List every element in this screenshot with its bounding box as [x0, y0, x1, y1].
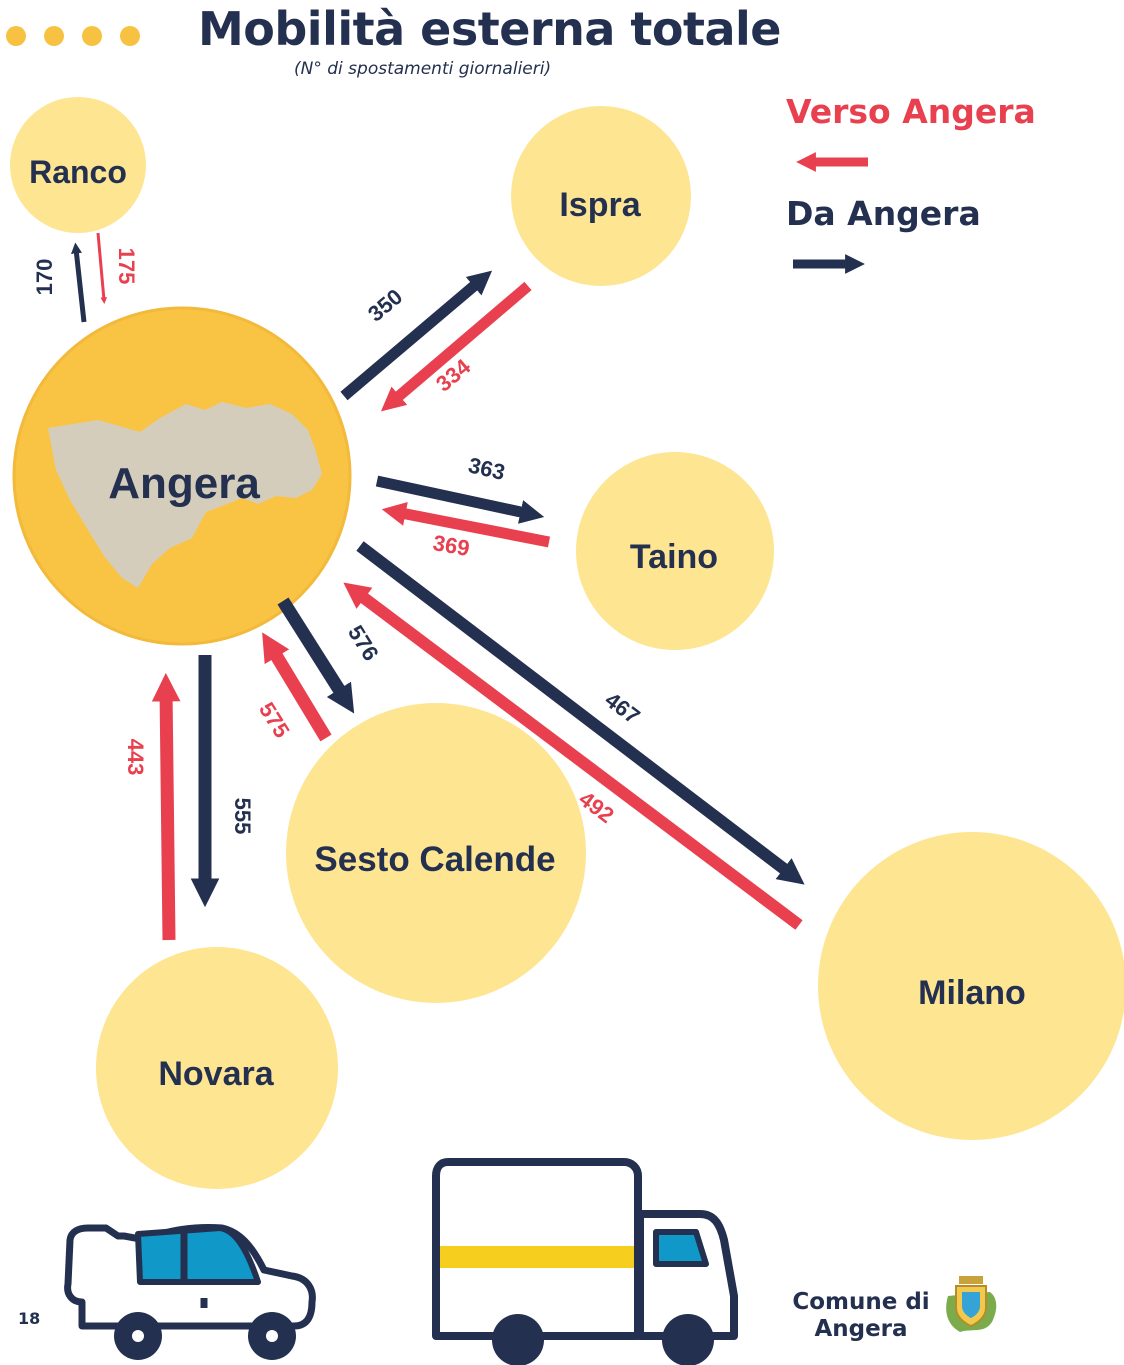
value-from-taino: 363 — [466, 452, 507, 485]
truck-wheel-icon — [662, 1314, 714, 1365]
bubble-ispra — [511, 106, 691, 286]
page-subtitle: (N° di spostamenti giornalieri) — [294, 59, 552, 79]
page-title: Mobilità esterna totale — [198, 2, 782, 56]
bubble-milano — [818, 832, 1124, 1140]
dot-icon — [120, 26, 140, 46]
dot-icon — [6, 26, 26, 46]
arrow-to-angera-ranco — [96, 232, 108, 304]
car-hub-icon — [132, 1330, 144, 1342]
value-to-ranco: 175 — [114, 248, 139, 285]
label-ranco: Ranco — [29, 154, 127, 190]
bubble-taino — [576, 452, 774, 650]
arrow-to-angera-taino — [381, 501, 551, 548]
arrow-from-angera-ranco — [71, 242, 87, 323]
label-novara: Novara — [158, 1055, 274, 1093]
value-to-taino: 369 — [431, 530, 472, 561]
angera-map-shape — [48, 402, 322, 588]
value-from-sesto: 576 — [343, 621, 384, 665]
comune-line2: Angera — [814, 1316, 908, 1342]
arrow-from-angera-sesto — [277, 597, 355, 714]
decorative-dots — [6, 26, 140, 46]
dot-icon — [82, 26, 102, 46]
arrow-from-angera-ispra — [340, 270, 493, 401]
label-milano: Milano — [918, 974, 1026, 1012]
arrow-from-angera-milano — [356, 541, 805, 885]
label-taino: Taino — [630, 538, 718, 576]
car-hub-icon — [266, 1330, 278, 1342]
comune-line1: Comune di — [792, 1289, 930, 1315]
label-angera: Angera — [108, 459, 260, 508]
value-from-ranco: 170 — [32, 259, 57, 296]
arrow-to-angera-sesto — [262, 632, 332, 742]
truck-wheel-icon — [492, 1314, 544, 1365]
arrow-from-angera-taino — [375, 475, 545, 524]
legend-from-angera: Da Angera — [786, 194, 981, 233]
value-from-novara: 555 — [230, 798, 255, 835]
value-to-sesto: 575 — [254, 698, 295, 742]
value-from-milano: 467 — [600, 687, 644, 729]
dot-icon — [44, 26, 64, 46]
value-from-ispra: 350 — [363, 284, 407, 327]
truck-icon — [432, 1158, 738, 1340]
label-sesto-calende: Sesto Calende — [314, 840, 555, 879]
bubble-sesto-calende — [286, 703, 586, 1003]
coat-of-arms-icon — [946, 1276, 997, 1332]
bubble-novara — [96, 947, 338, 1189]
arrow-to-angera-ispra — [380, 281, 532, 412]
bubble-ranco — [10, 97, 146, 233]
value-to-novara: 443 — [123, 739, 148, 776]
arrow-to-angera-novara — [151, 672, 181, 941]
legend-to-angera: Verso Angera — [786, 92, 1036, 131]
arrow-to-angera-milano — [343, 582, 803, 930]
comune-label: Comune di Angera — [786, 1289, 936, 1343]
label-ispra: Ispra — [559, 186, 641, 224]
page-number: 18 — [18, 1309, 41, 1328]
car-icon — [64, 1224, 316, 1330]
